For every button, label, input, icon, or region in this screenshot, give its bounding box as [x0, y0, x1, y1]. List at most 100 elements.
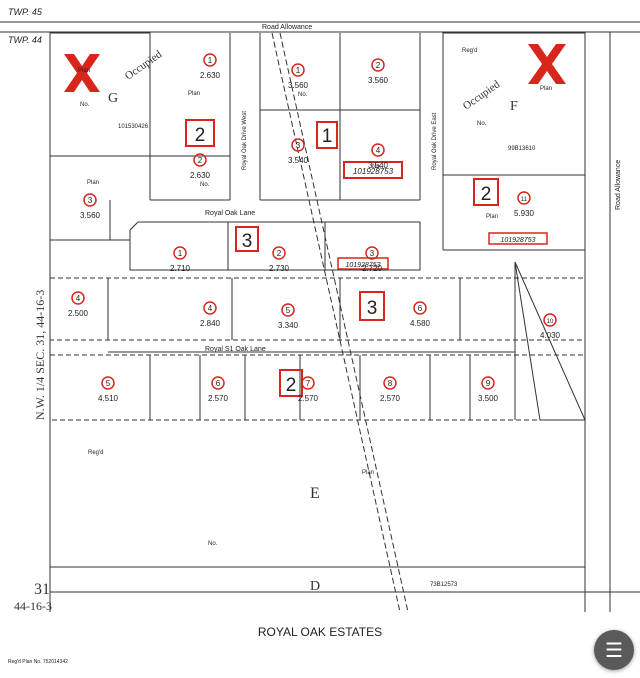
- svg-text:Plan: Plan: [362, 470, 374, 476]
- lot-s8: 8 2.570: [380, 376, 401, 403]
- svg-text:Reg'd: Reg'd: [88, 450, 104, 456]
- document-icon-button[interactable]: ☰: [594, 630, 634, 670]
- lot-number-circle: [83, 193, 97, 207]
- lot-area: 2.570: [208, 394, 229, 403]
- svg-text:No.: No.: [200, 182, 210, 188]
- lot-number-circle: [383, 376, 397, 390]
- lot-number-circle: [301, 376, 315, 390]
- block-label-f: F: [510, 99, 518, 114]
- block-label-g: G: [108, 91, 118, 106]
- lot-area: 2.500: [68, 309, 89, 318]
- lot-m6: 64.580: [410, 301, 431, 328]
- occupied-x-mark-f: [528, 44, 566, 84]
- lot-area: 3.340: [278, 321, 299, 330]
- section-code: 44-16-3: [14, 599, 52, 613]
- lot-area: 2.630: [200, 71, 221, 80]
- lot-number: 9: [486, 379, 491, 388]
- lot-number-circle: [173, 246, 187, 260]
- lots-layer: 12.63013.56023.56022.63033.54043.54033.5…: [68, 53, 561, 403]
- lot-number-circle: [291, 63, 305, 77]
- lot-number-circle: [365, 246, 379, 260]
- svg-text:2: 2: [195, 125, 206, 146]
- lot-number-circle: [481, 376, 495, 390]
- svg-text:1: 1: [322, 126, 333, 147]
- lot-area: 2.710: [170, 264, 191, 273]
- svg-text:101928753: 101928753: [345, 262, 380, 269]
- block-label-d: D: [310, 579, 320, 594]
- lot-number-circle: [71, 291, 85, 305]
- lot-number-circle: [281, 303, 295, 317]
- lot-number-circle: [371, 143, 385, 157]
- lot-number-circle: [291, 138, 305, 152]
- lot-number-circle: [517, 191, 531, 205]
- lot-m10: 104.030: [540, 313, 561, 340]
- lot-number: 4: [76, 294, 81, 303]
- lot-number: 8: [388, 379, 393, 388]
- svg-text:3: 3: [242, 231, 253, 252]
- lot-number: 5: [286, 306, 291, 315]
- lot-area: 3.560: [288, 81, 309, 90]
- lot-number: 7: [306, 379, 311, 388]
- block-number-box-2-bottom: 2: [279, 369, 303, 397]
- occupied-label-f: Occupied: [461, 78, 503, 112]
- block-number-box-1: 1: [316, 121, 338, 149]
- lot-number: 1: [296, 66, 301, 75]
- lot-area: 2.720: [362, 264, 383, 273]
- lot-g1: 12.630: [200, 53, 221, 80]
- lot-r3: 32.720: [362, 246, 383, 273]
- svg-text:No.: No.: [80, 102, 90, 108]
- lot-number-circle: [193, 153, 207, 167]
- lot-area: 2.570: [380, 394, 401, 403]
- lot-g1b: 1 3.560: [288, 63, 309, 90]
- svg-text:No.: No.: [208, 541, 218, 547]
- lot-area: 5.930: [514, 209, 535, 218]
- road-allowance-right: Road Allowance: [615, 160, 622, 210]
- lot-g3l: 33.560: [80, 193, 101, 220]
- occupied-label-g: Occupied: [123, 48, 165, 82]
- lot-s9: 93.500: [478, 376, 499, 403]
- reg-box-right: 101928753: [488, 232, 548, 245]
- township-north: TWP. 45: [8, 7, 43, 17]
- lot-area: 4.510: [98, 394, 119, 403]
- map-title: ROYAL OAK ESTATES: [258, 625, 382, 639]
- svg-text:Reg'd: Reg'd: [462, 48, 478, 54]
- street-royal-oak-lane: Royal Oak Lane: [205, 210, 255, 217]
- lot-r1: 12.710: [170, 246, 191, 273]
- lot-m5: 5 3.340: [278, 303, 299, 330]
- svg-text:No.: No.: [372, 164, 382, 170]
- lot-number: 2: [198, 156, 203, 165]
- lot-area: 3.560: [80, 211, 101, 220]
- lot-g3: 33.540: [288, 138, 309, 165]
- lot-area: 2.840: [200, 319, 221, 328]
- block-label-e: E: [310, 485, 320, 502]
- lot-r2: 2 2.730: [269, 246, 290, 273]
- svg-text:No.: No.: [298, 92, 308, 98]
- reg-number-g: 101530426: [118, 124, 149, 130]
- reg-number-d: 73B12573: [430, 582, 458, 588]
- svg-text:No.: No.: [477, 121, 487, 127]
- lot-area: 4.580: [410, 319, 431, 328]
- street-drive-east: Royal Oak Drive East: [432, 112, 438, 170]
- lot-number-circle: [413, 301, 427, 315]
- lot-m4: 4 2.500: [68, 291, 89, 318]
- lot-s7: 7 2.570: [298, 376, 319, 403]
- svg-text:2: 2: [481, 184, 492, 205]
- block-number-box-3-center: 3: [359, 291, 385, 321]
- lot-number: 4: [208, 304, 213, 313]
- lot-s5: 54.510: [98, 376, 119, 403]
- svg-text:Plan: Plan: [78, 68, 90, 74]
- lot-g2t: 23.560: [368, 58, 389, 85]
- plan-annotations: Plan No. Plan No. No. No. Reg'd Plan No.…: [78, 48, 552, 547]
- lot-area: 2.570: [298, 394, 319, 403]
- lot-area: 3.540: [288, 156, 309, 165]
- svg-text:2: 2: [286, 375, 297, 396]
- lot-number: 2: [277, 249, 282, 258]
- reg-box-mid: 101928753: [337, 257, 389, 270]
- lot-f1: 115.930: [514, 191, 535, 218]
- block-number-box-2-right: 2: [473, 178, 499, 206]
- svg-text:Plan: Plan: [486, 214, 498, 220]
- lot-number-circle: [543, 313, 557, 327]
- lot-area: 2.730: [269, 264, 290, 273]
- lot-number: 6: [216, 379, 221, 388]
